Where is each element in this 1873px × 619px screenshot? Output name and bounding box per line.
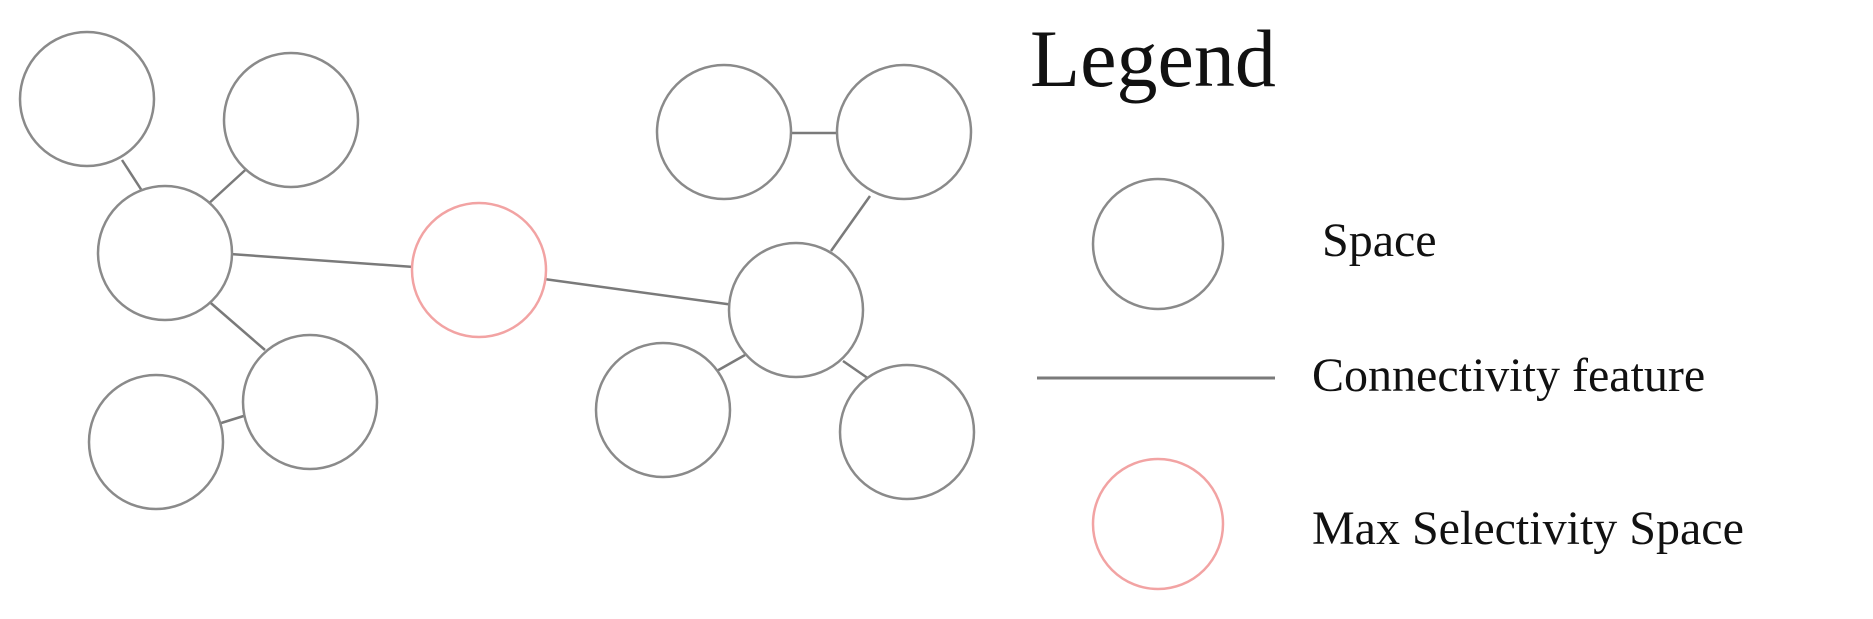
- edge: [714, 353, 746, 374]
- edge: [829, 195, 872, 252]
- space-node: [222, 51, 360, 189]
- space-node: [96, 184, 234, 322]
- space-node: [18, 30, 156, 168]
- space-node: [838, 363, 976, 501]
- circle-icon: [1091, 177, 1225, 311]
- legend-label-space: Space: [1322, 214, 1437, 267]
- space-nodes: [18, 30, 976, 511]
- space-node: [835, 63, 973, 201]
- space-node: [594, 341, 732, 479]
- max-selectivity-node: [410, 201, 548, 339]
- legend-label-max-selectivity: Max Selectivity Space: [1312, 502, 1744, 555]
- space-node: [87, 373, 225, 511]
- edge: [204, 297, 266, 351]
- edge: [842, 359, 870, 381]
- space-node: [655, 63, 793, 201]
- legend-title: Legend: [1030, 13, 1276, 104]
- legend-label-connectivity: Connectivity feature: [1312, 349, 1706, 402]
- edge: [229, 252, 415, 269]
- red-circle-icon: [1091, 457, 1225, 591]
- edge: [543, 277, 735, 307]
- space-node: [241, 333, 379, 471]
- space-node: [727, 241, 865, 379]
